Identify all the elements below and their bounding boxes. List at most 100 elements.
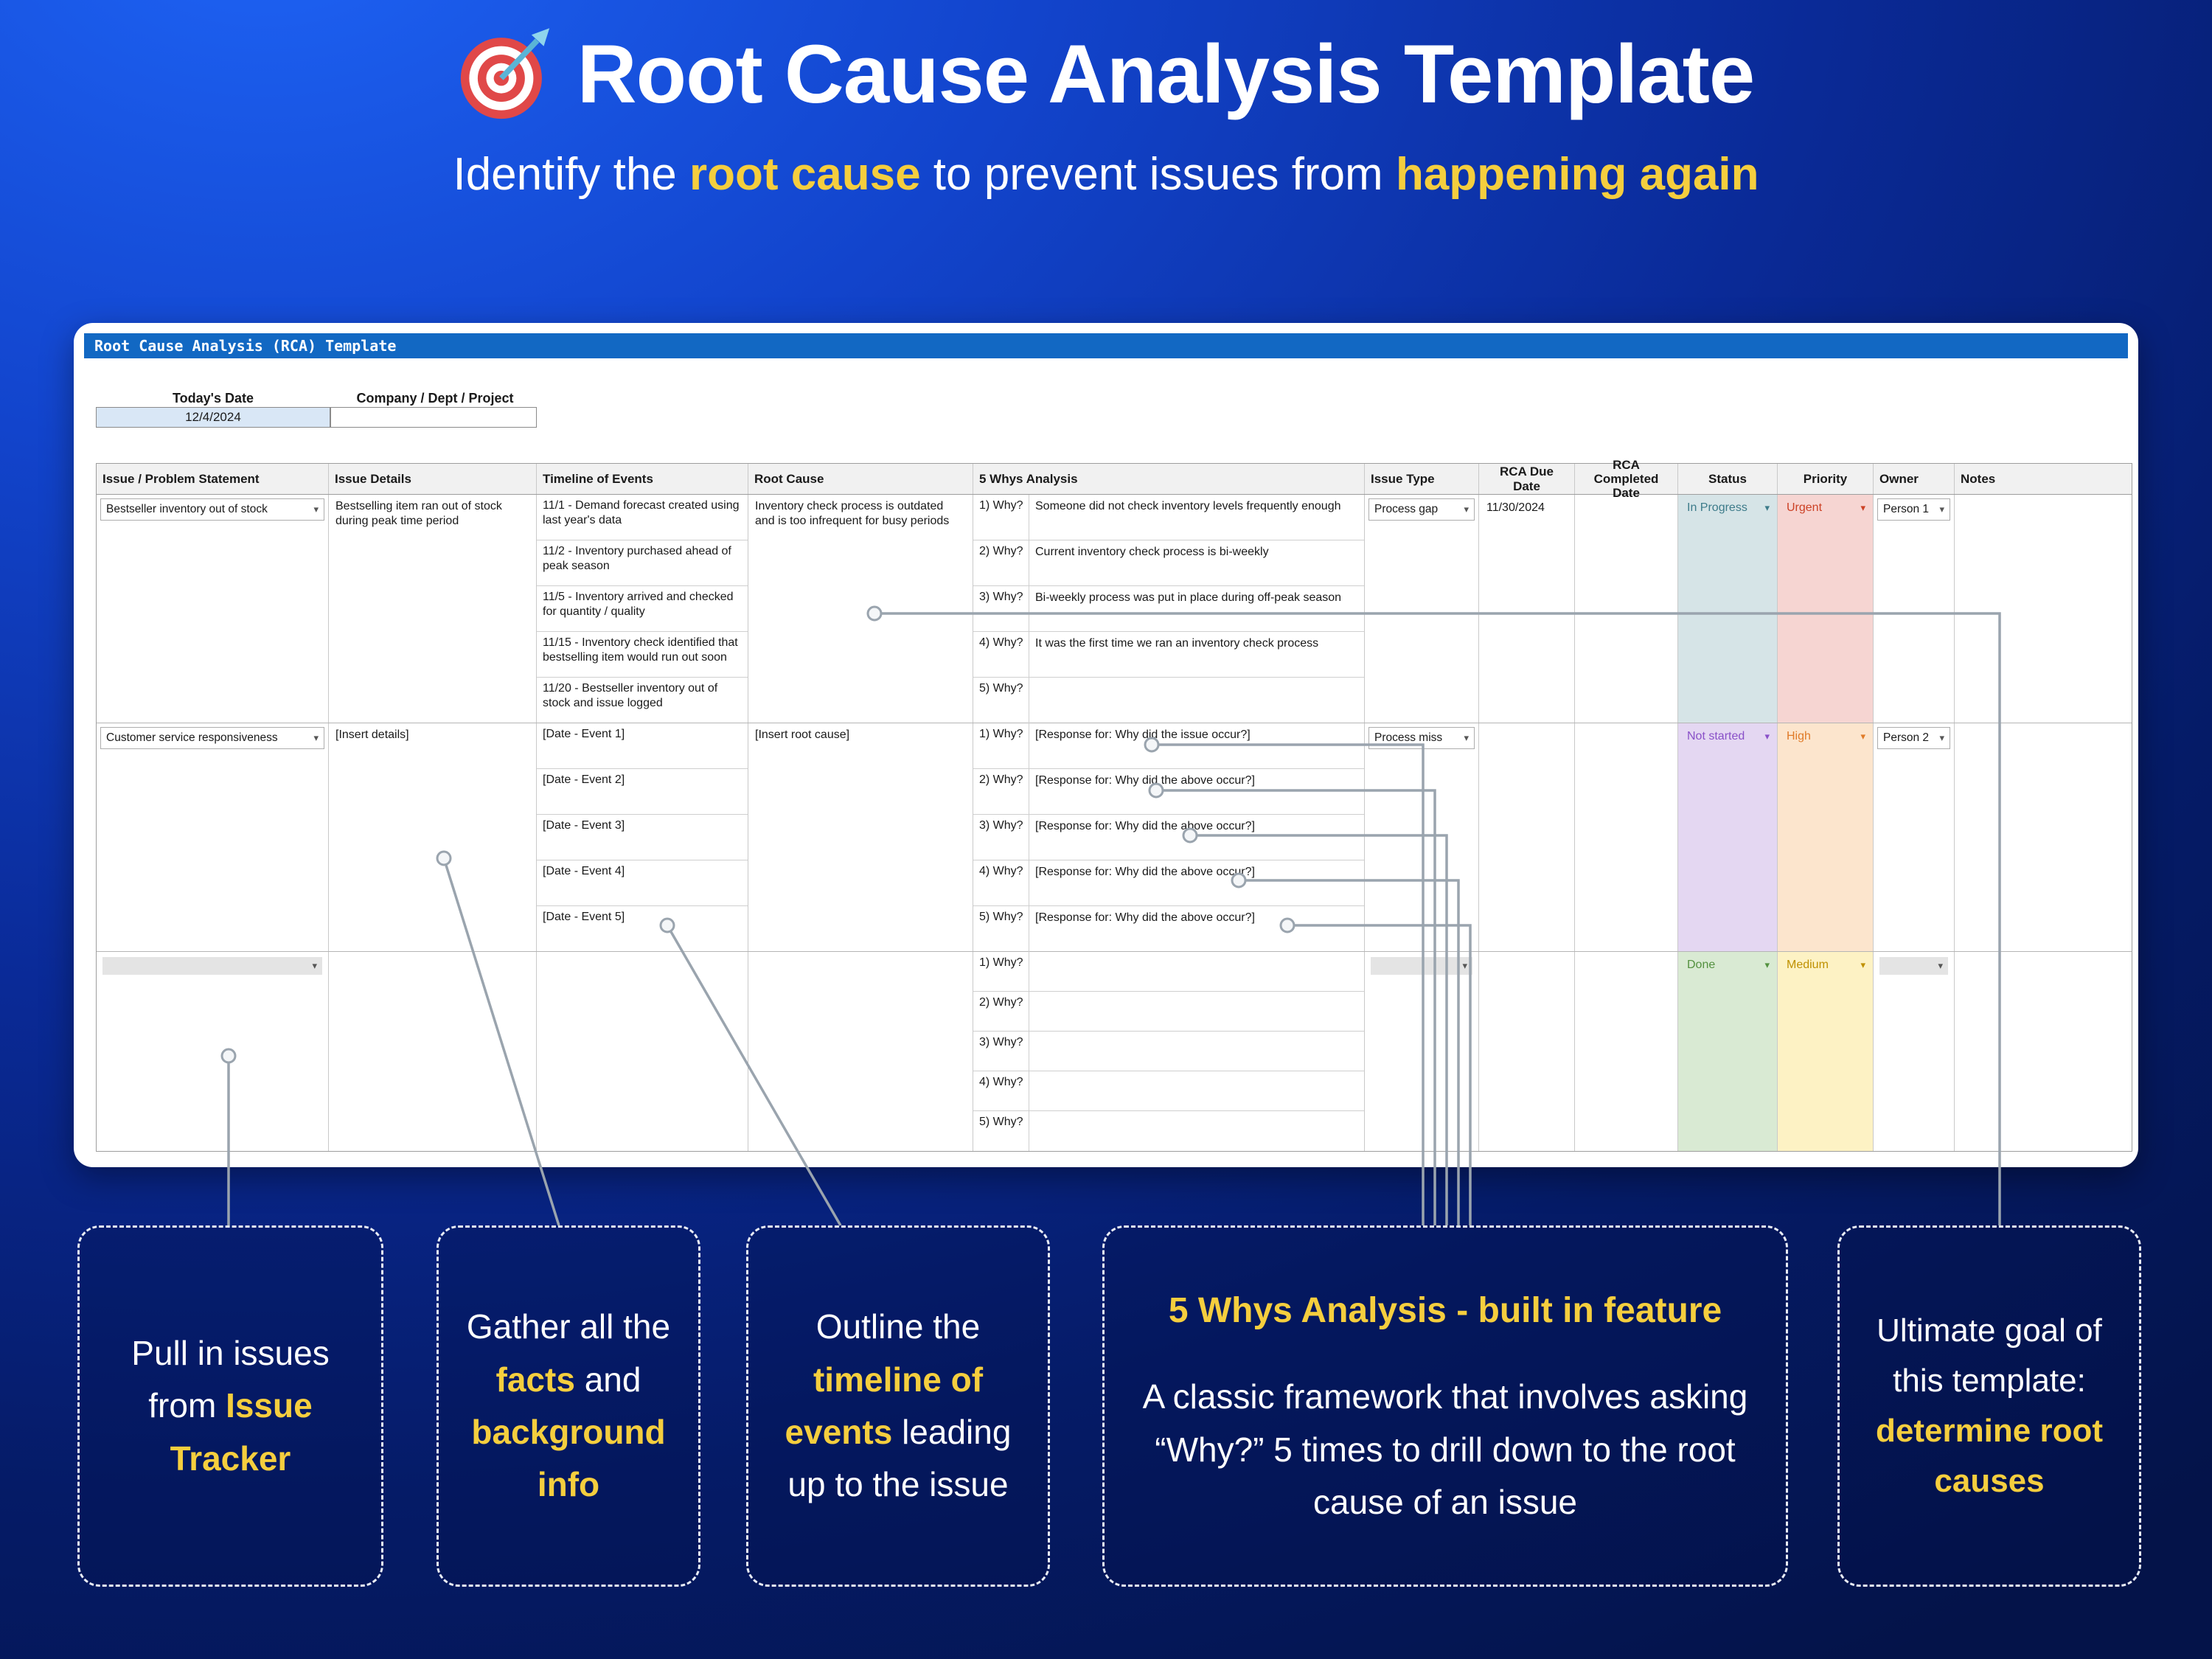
issue-details-cell[interactable]: Bestselling item ran out of stock during… xyxy=(329,495,537,723)
timeline-cell: [Date - Event 1] [Date - Event 2] [Date … xyxy=(537,723,748,951)
why-response-cell[interactable]: It was the first time we ran an inventor… xyxy=(1035,637,1319,650)
why-response-cell[interactable]: [Response for: Why did the above occur?] xyxy=(1035,820,1255,832)
owner-dropdown[interactable]: Person 1 ▾ xyxy=(1877,498,1950,521)
issue-type-dropdown[interactable]: Process miss ▾ xyxy=(1368,727,1475,749)
rca-row: ▾ 1) Why? 2) Why? 3) Why? xyxy=(97,952,2132,1151)
rca-due-date-cell[interactable]: 11/30/2024 xyxy=(1479,495,1575,723)
timeline-event[interactable]: 11/5 - Inventory arrived and checked for… xyxy=(537,586,748,632)
callout-timeline: Outline the timeline of events leading u… xyxy=(746,1225,1050,1587)
callout-text: Gather all the facts and background info xyxy=(461,1301,676,1511)
issue-cell[interactable]: Bestseller inventory out of stock ▾ xyxy=(97,495,329,723)
owner-cell[interactable]: ▾ xyxy=(1874,952,1955,1151)
priority-cell[interactable]: High ▾ xyxy=(1778,723,1874,951)
why-row: 1) Why? Someone did not check inventory … xyxy=(973,495,1364,540)
why-label: 4) Why? xyxy=(973,632,1029,677)
chevron-down-icon: ▾ xyxy=(1860,959,1865,970)
page-subtitle: Identify the root cause to prevent issue… xyxy=(0,148,2212,201)
timeline-event[interactable]: 11/2 - Inventory purchased ahead of peak… xyxy=(537,540,748,586)
callout-five-whys: 5 Whys Analysis - built in feature A cla… xyxy=(1102,1225,1788,1587)
priority-cell[interactable]: Urgent ▾ xyxy=(1778,495,1874,723)
why-label: 1) Why? xyxy=(973,495,1029,540)
why-label: 2) Why? xyxy=(973,992,1029,1031)
owner-value: Person 1 xyxy=(1883,503,1930,515)
chevron-down-icon: ▾ xyxy=(1860,731,1865,742)
col-header-root-cause: Root Cause xyxy=(748,464,973,494)
timeline-event[interactable]: [Date - Event 1] xyxy=(537,723,748,769)
why-response-cell[interactable] xyxy=(1029,952,1364,991)
why-response-cell[interactable]: Bi-weekly process was put in place durin… xyxy=(1035,591,1342,604)
why-response-cell[interactable]: [Response for: Why did the above occur?] xyxy=(1035,774,1255,787)
callout-text-highlight: background info xyxy=(471,1413,666,1504)
issue-details-cell[interactable]: [Insert details] xyxy=(329,723,537,951)
todays-date-label: Today's Date xyxy=(173,391,254,406)
why-response-cell[interactable]: Someone did not check inventory levels f… xyxy=(1035,500,1341,512)
why-row: 4) Why? It was the first time we ran an … xyxy=(973,632,1364,678)
rca-completed-date-cell[interactable] xyxy=(1575,952,1678,1151)
issue-dropdown[interactable]: Customer service responsiveness ▾ xyxy=(100,727,324,749)
company-input[interactable] xyxy=(330,407,537,428)
status-dropdown[interactable]: In Progress ▾ xyxy=(1678,495,1777,515)
timeline-event[interactable]: [Date - Event 4] xyxy=(537,860,748,906)
timeline-event[interactable]: 11/15 - Inventory check identified that … xyxy=(537,632,748,678)
callout-body: A classic framework that involves asking… xyxy=(1142,1377,1748,1521)
issue-type-cell[interactable]: ▾ xyxy=(1365,952,1479,1151)
issue-type-cell[interactable]: Process gap ▾ xyxy=(1365,495,1479,723)
why-response-cell[interactable] xyxy=(1029,992,1364,1031)
timeline-event[interactable]: 11/20 - Bestseller inventory out of stoc… xyxy=(543,682,718,709)
chevron-down-icon: ▾ xyxy=(313,732,319,743)
callout-text-plain: Pull in issues from xyxy=(131,1334,330,1425)
why-response-cell[interactable]: Current inventory check process is bi-we… xyxy=(1035,546,1269,558)
notes-cell[interactable] xyxy=(1955,952,2132,1151)
status-dropdown[interactable]: Done ▾ xyxy=(1678,952,1777,972)
owner-cell[interactable]: Person 1 ▾ xyxy=(1874,495,1955,723)
issue-type-dropdown[interactable]: Process gap ▾ xyxy=(1368,498,1475,521)
owner-cell[interactable]: Person 2 ▾ xyxy=(1874,723,1955,951)
why-row: 5) Why? xyxy=(973,1111,1364,1151)
priority-dropdown[interactable]: Urgent ▾ xyxy=(1778,495,1873,515)
issue-dropdown[interactable]: Bestseller inventory out of stock ▾ xyxy=(100,498,324,521)
why-response-cell[interactable] xyxy=(1029,678,1364,723)
timeline-event[interactable]: [Date - Event 3] xyxy=(537,815,748,860)
issue-cell[interactable]: ▾ xyxy=(97,952,329,1151)
status-cell[interactable]: In Progress ▾ xyxy=(1678,495,1778,723)
status-dropdown[interactable]: Not started ▾ xyxy=(1678,723,1777,743)
rca-due-date-cell[interactable] xyxy=(1479,952,1575,1151)
issue-type-dropdown[interactable]: ▾ xyxy=(1371,957,1472,975)
status-cell[interactable]: Done ▾ xyxy=(1678,952,1778,1151)
issue-dropdown[interactable]: ▾ xyxy=(102,957,322,975)
why-response-cell[interactable] xyxy=(1029,1111,1364,1151)
notes-cell[interactable] xyxy=(1955,723,2132,951)
priority-cell[interactable]: Medium ▾ xyxy=(1778,952,1874,1151)
issue-value: Bestseller inventory out of stock xyxy=(106,503,268,515)
rca-due-date-cell[interactable] xyxy=(1479,723,1575,951)
rca-completed-date-cell[interactable] xyxy=(1575,495,1678,723)
why-response-cell[interactable]: [Response for: Why did the above occur?] xyxy=(1035,866,1255,878)
why-response-cell[interactable]: [Response for: Why did the above occur?] xyxy=(1035,911,1255,924)
issue-type-cell[interactable]: Process miss ▾ xyxy=(1365,723,1479,951)
chevron-down-icon: ▾ xyxy=(1464,732,1469,743)
why-label: 3) Why? xyxy=(973,1032,1029,1071)
priority-dropdown[interactable]: Medium ▾ xyxy=(1778,952,1873,972)
issue-type-value: Process miss xyxy=(1374,731,1443,744)
status-cell[interactable]: Not started ▾ xyxy=(1678,723,1778,951)
why-response-cell[interactable]: [Response for: Why did the issue occur?] xyxy=(1035,728,1251,741)
todays-date-input[interactable]: 12/4/2024 xyxy=(96,407,330,428)
issue-cell[interactable]: Customer service responsiveness ▾ xyxy=(97,723,329,951)
timeline-cell[interactable] xyxy=(537,952,748,1151)
root-cause-cell[interactable] xyxy=(748,952,973,1151)
rca-completed-date-cell[interactable] xyxy=(1575,723,1678,951)
notes-cell[interactable] xyxy=(1955,495,2132,723)
why-response-cell[interactable] xyxy=(1029,1032,1364,1071)
root-cause-cell[interactable]: Inventory check process is outdated and … xyxy=(748,495,973,723)
why-response-cell[interactable] xyxy=(1029,1071,1364,1110)
subtitle-highlight: root cause xyxy=(689,149,921,200)
timeline-event[interactable]: 11/1 - Demand forecast created using las… xyxy=(537,495,748,540)
timeline-event[interactable]: [Date - Event 2] xyxy=(537,769,748,815)
owner-dropdown[interactable]: Person 2 ▾ xyxy=(1877,727,1950,749)
root-cause-cell[interactable]: [Insert root cause] xyxy=(748,723,973,951)
timeline-event[interactable]: [Date - Event 5] xyxy=(543,911,625,923)
issue-details-cell[interactable] xyxy=(329,952,537,1151)
owner-dropdown[interactable]: ▾ xyxy=(1879,957,1948,975)
priority-dropdown[interactable]: High ▾ xyxy=(1778,723,1873,743)
